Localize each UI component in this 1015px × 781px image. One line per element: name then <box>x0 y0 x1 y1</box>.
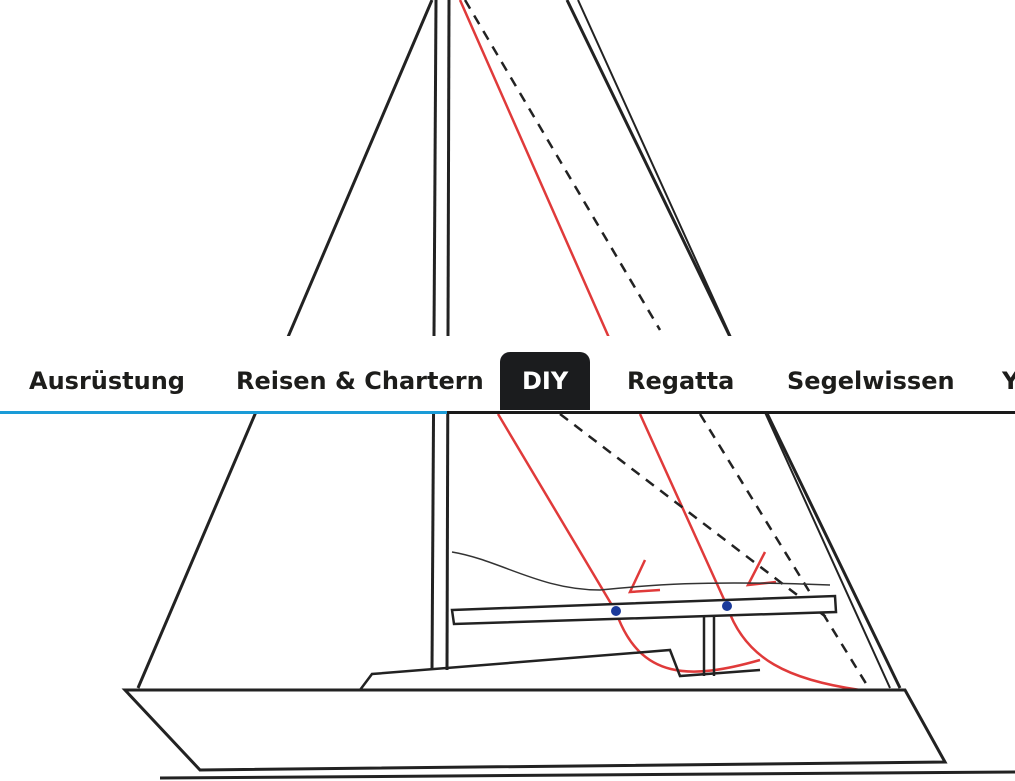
mast-left <box>430 0 438 671</box>
furled-sail <box>451 551 831 591</box>
hull <box>121 688 948 772</box>
category-navbar: Ausrüstung Reisen & Chartern DIY Regatta… <box>0 336 1015 414</box>
nav-item-reisen-chartern[interactable]: Reisen & Chartern <box>236 367 484 395</box>
nav-item-regatta[interactable]: Regatta <box>627 367 735 395</box>
dashed-line-b <box>698 413 872 691</box>
dashed-line-top <box>463 0 662 331</box>
nav-item-segelwissen[interactable]: Segelwissen <box>787 367 955 395</box>
nav-scroll-progress <box>0 411 447 414</box>
blue-dot-right <box>722 601 732 611</box>
blue-dot-left <box>611 606 621 616</box>
red-curve-right <box>725 605 861 692</box>
cabin-top <box>359 648 761 691</box>
waterline <box>159 770 1015 780</box>
nav-item-ausruestung[interactable]: Ausrüstung <box>29 367 185 395</box>
dashed-line-a <box>559 413 831 621</box>
red-sheet-line <box>458 0 729 613</box>
nav-item-diy[interactable]: DIY <box>500 352 591 410</box>
boom <box>450 594 838 626</box>
red-curve-left <box>614 611 761 673</box>
mast-right <box>445 0 451 671</box>
nav-item-truncated[interactable]: Y <box>1002 367 1015 395</box>
nav-underline <box>0 411 1015 414</box>
